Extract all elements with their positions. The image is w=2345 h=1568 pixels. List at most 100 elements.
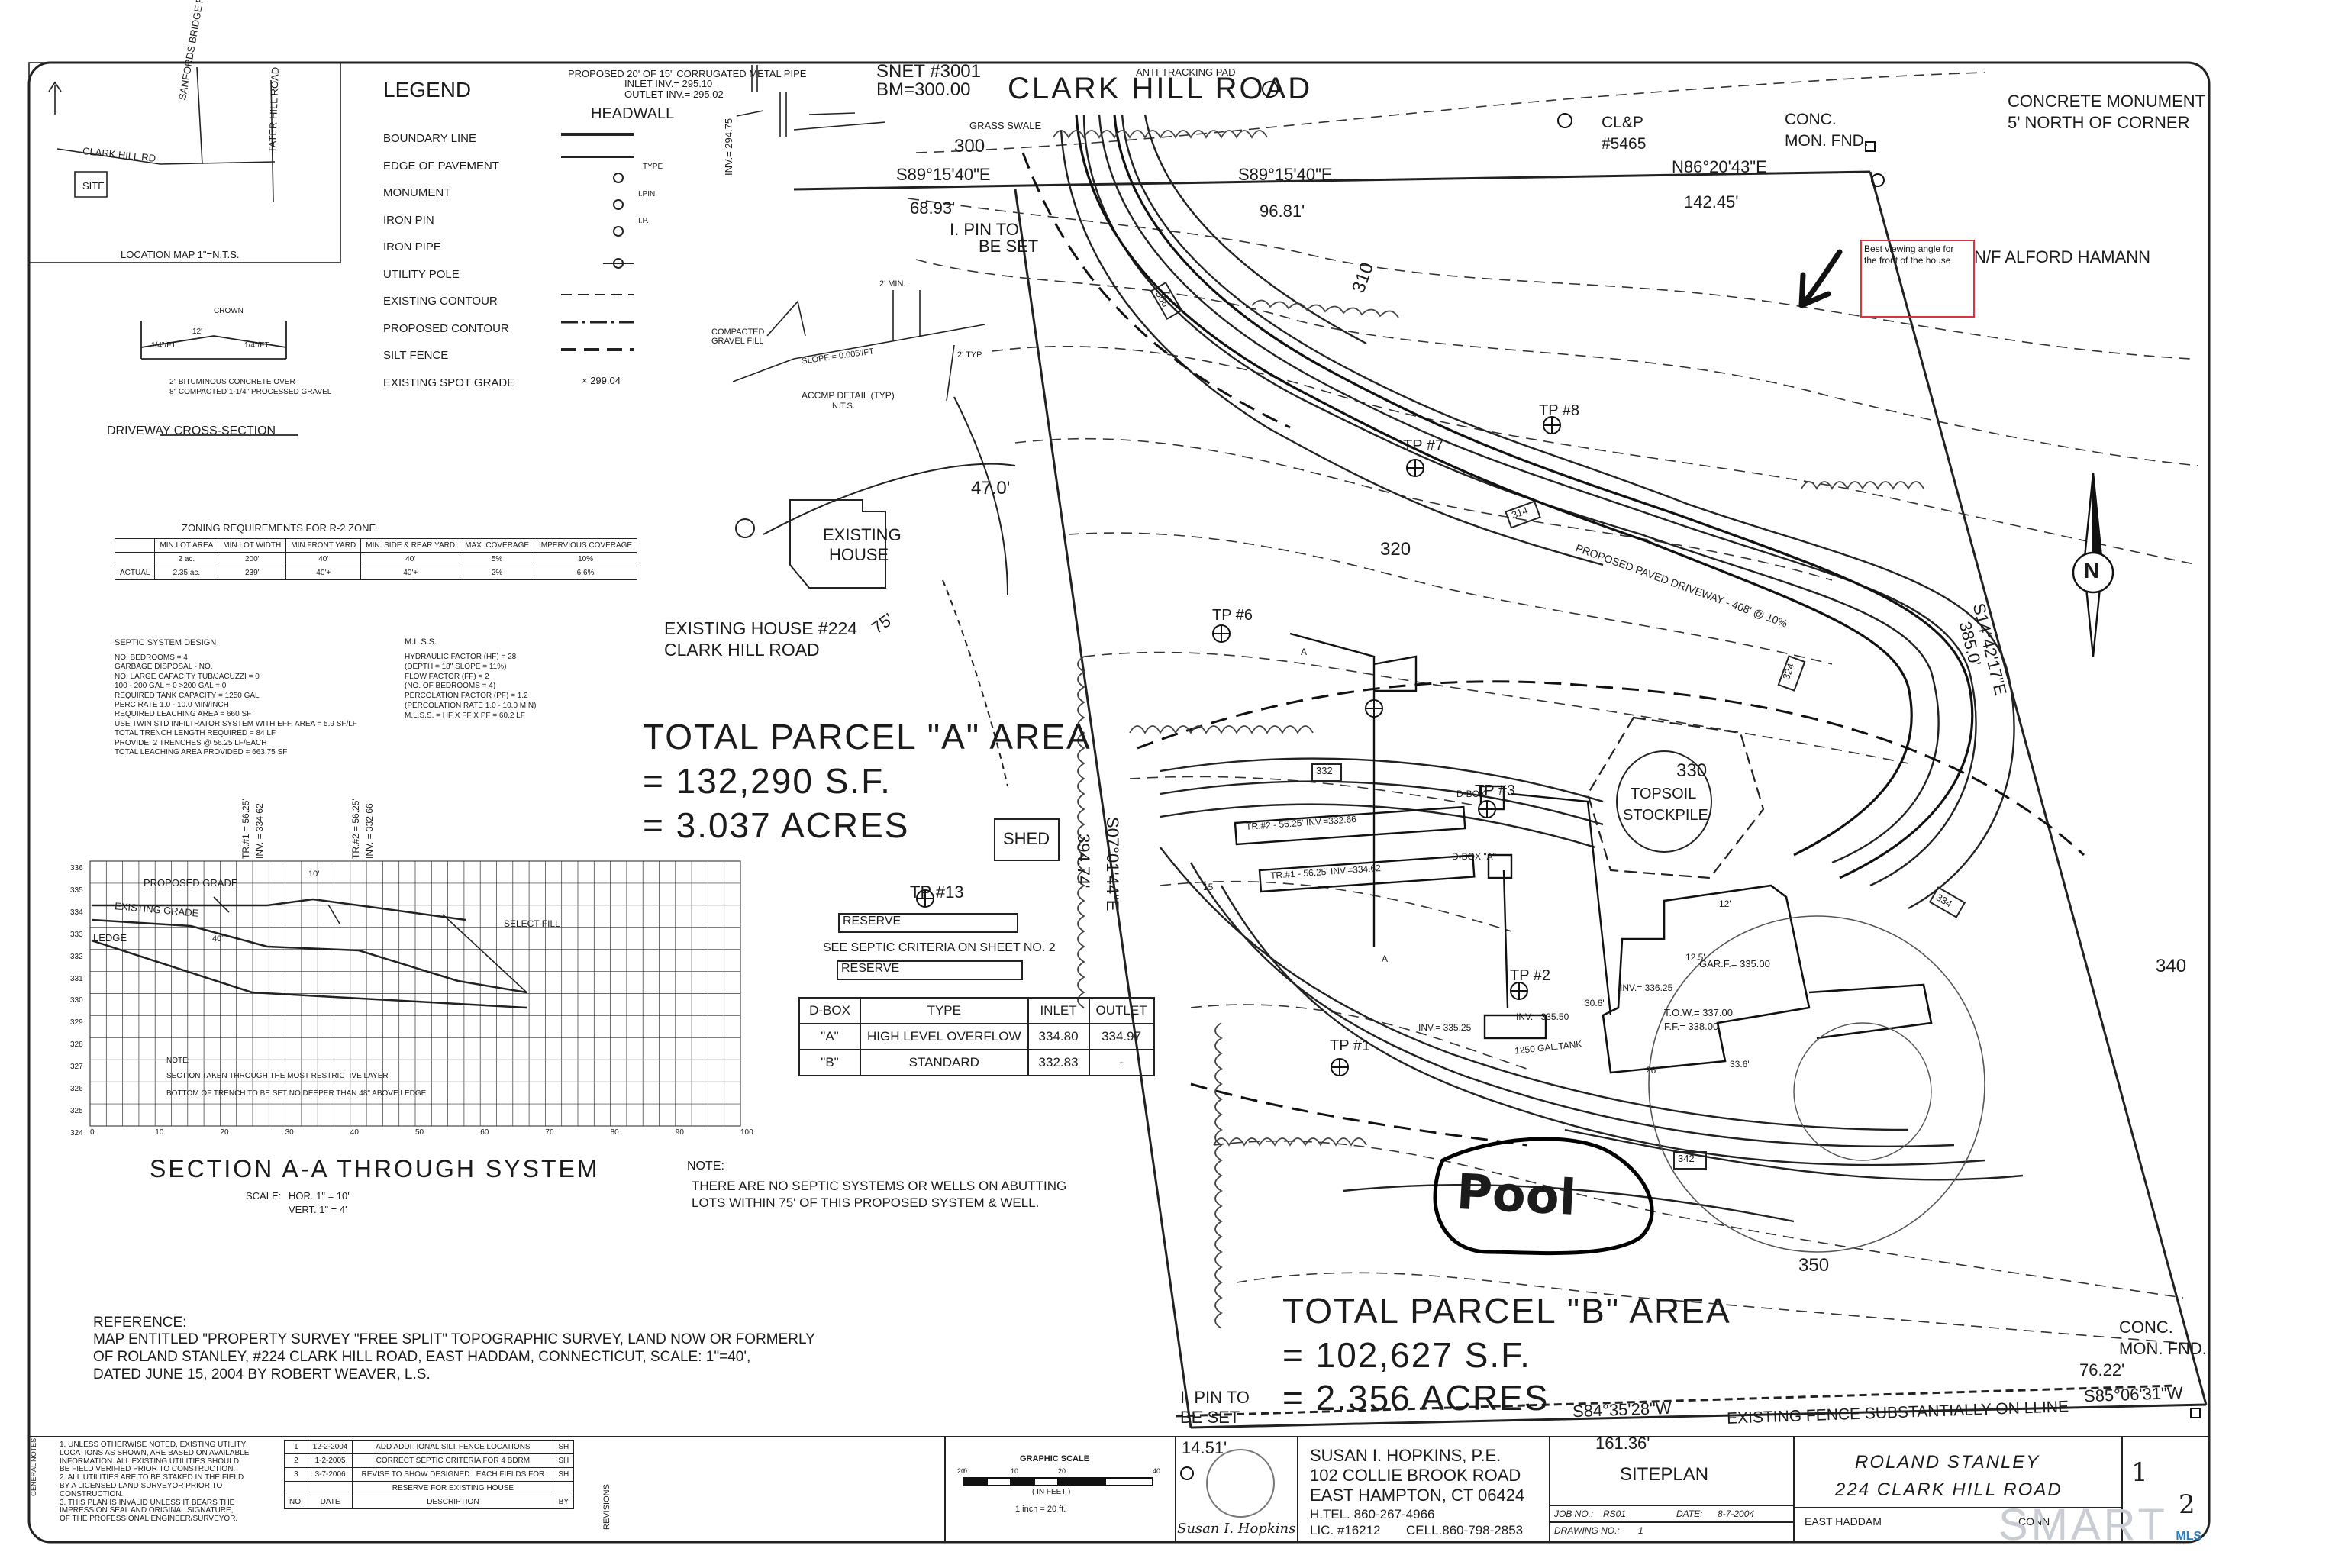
drawing-no-label: DRAWING NO.: [1554, 1525, 1620, 1536]
zoning-cell: 40'+ [285, 566, 362, 580]
elev-box-332 [1311, 763, 1342, 782]
anti-tracking-label: ANTI-TRACKING PAD [1136, 66, 1236, 78]
general-note-line: BY A LICENSED LAND SURVEYOR PRIOR TO [60, 1481, 223, 1490]
section-title: SECTION A-A THROUGH SYSTEM [150, 1155, 600, 1182]
dist-7622: 76.22' [2079, 1360, 2125, 1379]
accmp-detail-linework [732, 65, 985, 402]
parcel-b-title: TOTAL PARCEL "B" AREA [1282, 1291, 1731, 1331]
watermark-suffix: MLS [2176, 1530, 2202, 1543]
dist-47: 47.0' [971, 478, 1011, 498]
legend-item: MONUMENT [383, 186, 451, 199]
graphic-scale-title: GRAPHIC SCALE [1020, 1454, 1090, 1463]
property-boundary [793, 170, 2208, 1429]
viewing-note-1: Best viewing angle for [1864, 244, 1954, 254]
existing-house-road: CLARK HILL ROAD [664, 640, 820, 660]
five-north-label: 5' NORTH OF CORNER [2008, 113, 2190, 132]
zoning-row: 2 ac.200'40'40'5%10% [114, 552, 638, 566]
job-no-label: JOB NO.: [1554, 1508, 1594, 1519]
mon-fnd-label: MON. FND. [1785, 132, 1869, 150]
zoning-cell: 239' [218, 566, 287, 580]
section-y-tick: 332 [70, 952, 83, 961]
viewing-arrow [1798, 249, 1843, 308]
dbox-cell: HIGH LEVEL OVERFLOW [860, 1023, 1029, 1050]
section-y-tick: 326 [70, 1085, 83, 1094]
viewing-note-box [1860, 240, 1975, 318]
revision-cell: RESERVE FOR EXISTING HOUSE [352, 1481, 554, 1495]
section-tr2: TR.#2 = 56.25' [350, 799, 361, 859]
topsoil-label-2: STOCKPILE [1623, 807, 1708, 824]
existing-house-label-1: EXISTING [823, 525, 902, 544]
road-name: CLARK HILL ROAD [1008, 72, 1313, 105]
zoning-cell: IMPERVIOUS COVERAGE [534, 538, 638, 553]
inv-33625: INV.= 336.25 [1620, 982, 1673, 993]
septic-line: GARBAGE DISPOSAL - NO. [115, 663, 213, 672]
proposed-contours [1060, 114, 2024, 1223]
dbox-a-label: D-BOX "A" [1452, 851, 1496, 862]
dbox-cell: OUTLET [1088, 997, 1155, 1024]
section-y-tick: 324 [70, 1128, 83, 1137]
zoning-cell: ACTUAL [114, 566, 156, 580]
section-y-tick: 331 [70, 974, 83, 983]
tp7-label: TP #7 [1403, 437, 1443, 454]
distance-west: 394.74' [1074, 834, 1093, 889]
date-value: 8-7-2004 [1718, 1508, 1755, 1519]
title-block-linework [29, 1436, 2209, 1542]
dbox-cell: INLET [1027, 997, 1090, 1024]
see-septic-criteria: SEE SEPTIC CRITERIA ON SHEET NO. 2 [823, 941, 1056, 954]
section-tr1: TR.#1 = 56.25' [240, 799, 251, 859]
neighbor-label: N/F ALFORD HAMANN [1974, 247, 2151, 266]
general-note-line: OF THE PROFESSIONAL ENGINEER/SURVEYOR. [60, 1515, 238, 1524]
revision-cell: 1-2-2005 [307, 1453, 353, 1468]
grass-swale-label: GRASS SWALE [969, 120, 1042, 131]
section-y-tick: 330 [70, 996, 83, 1005]
dim-125: 12.5' [1685, 952, 1705, 963]
section-x-tick: 20 [220, 1128, 229, 1137]
section-y-tick: 335 [70, 886, 83, 895]
section-x-tick: 0 [90, 1128, 95, 1137]
dist-1451: 14.51' [1182, 1438, 1227, 1457]
revision-cell: NO. [284, 1495, 308, 1509]
revision-cell: 12-2-2004 [307, 1440, 353, 1454]
dbox-cell: 334.97 [1088, 1023, 1155, 1050]
proposed-house-footprint [1602, 884, 1985, 1253]
septic-line: REQUIRED LEACHING AREA = 660 SF [115, 710, 252, 719]
watermark: SMART MLS [1998, 1499, 2201, 1550]
existing-house-224: EXISTING HOUSE #224 [664, 618, 858, 638]
tp13-label: TP #13 [910, 882, 964, 902]
mlss-line: (PERCOLATION RATE 1.0 - 10.0 MIN) [405, 701, 537, 710]
zoning-cell: 6.6% [534, 566, 638, 580]
section-a-mark-bottom: A [1382, 953, 1389, 964]
general-note-line: 3. THIS PLAN IS INVALID UNLESS IT BEARS … [60, 1498, 235, 1507]
location-site: SITE [82, 180, 105, 192]
septic-line: PERC RATE 1.0 - 10.0 MIN/INCH [115, 701, 229, 710]
tp3-label: TP #3 [1475, 782, 1515, 799]
drawing-no: 1 [1638, 1525, 1643, 1536]
revision-cell: 3-7-2006 [307, 1467, 353, 1482]
parcel-a-acres: = 3.037 ACRES [643, 805, 910, 845]
pool-outline [1433, 1137, 1654, 1256]
revision-cell: 3 [284, 1467, 308, 1482]
section-scale-label: SCALE: [246, 1190, 282, 1202]
monuments [1180, 81, 2201, 1480]
dim-15: 15' [1203, 882, 1215, 892]
mlss-line: FLOW FACTOR (FF) = 2 [405, 672, 489, 681]
zoning-title: ZONING REQUIREMENTS FOR R-2 ZONE [182, 522, 376, 534]
section-x-tick: 10 [155, 1128, 164, 1137]
section-x-tick: 100 [740, 1128, 753, 1137]
revision-cell: DESCRIPTION [352, 1495, 554, 1509]
zoning-cell: 2.35 ac. [154, 566, 219, 580]
dbox-cell: "A" [798, 1023, 861, 1050]
abutting-note-1: THERE ARE NO SEPTIC SYSTEMS OR WELLS ON … [692, 1179, 1067, 1193]
legend-spot-grade-value: × 299.04 [582, 375, 621, 386]
tow-label: T.O.W.= 337.00 [1664, 1007, 1733, 1018]
legend-ipin-label: I.PIN [638, 190, 656, 198]
tp6-label: TP #6 [1212, 607, 1253, 624]
graphic-scale-tick: 20 [1058, 1467, 1066, 1475]
zoning-cell: 10% [534, 552, 638, 566]
general-note-line: INFORMATION. ALL EXISTING UTILITIES SHOU… [60, 1457, 240, 1466]
section-hor: HOR. 1" = 10' [289, 1190, 350, 1202]
